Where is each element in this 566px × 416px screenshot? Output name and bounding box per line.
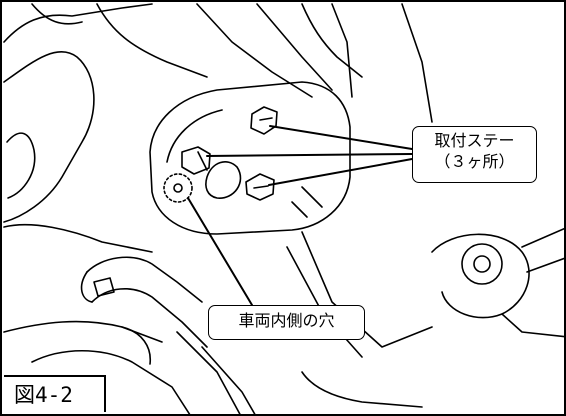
upper-right-structure xyxy=(196,3,433,123)
leader-line-inner-hole xyxy=(187,197,253,306)
figure-number-label: 図4-2 xyxy=(4,375,106,412)
mount-stay-left xyxy=(181,146,211,175)
mount-stay-bottom xyxy=(245,173,275,201)
inner-hole-dotted-ring xyxy=(163,173,193,203)
mount-stay-top xyxy=(250,106,278,135)
upper-left-body-panel xyxy=(3,3,208,253)
leader-line-stay-top xyxy=(269,125,413,150)
round-mount-plate xyxy=(149,81,351,235)
mount-stays-callout-line2: （３ヶ所） xyxy=(434,152,515,171)
leader-lines xyxy=(187,125,413,306)
leader-line-stay-left xyxy=(206,153,413,157)
inner-hole-callout: 車両内側の穴 xyxy=(208,305,365,340)
mount-stays-callout-line1: 取付ステー xyxy=(434,131,515,150)
mount-stays-callout: 取付ステー （３ヶ所） xyxy=(412,126,537,183)
inner-hole-mark xyxy=(173,183,183,193)
leader-line-stay-bottom xyxy=(268,158,413,186)
lower-left-link xyxy=(3,256,423,414)
